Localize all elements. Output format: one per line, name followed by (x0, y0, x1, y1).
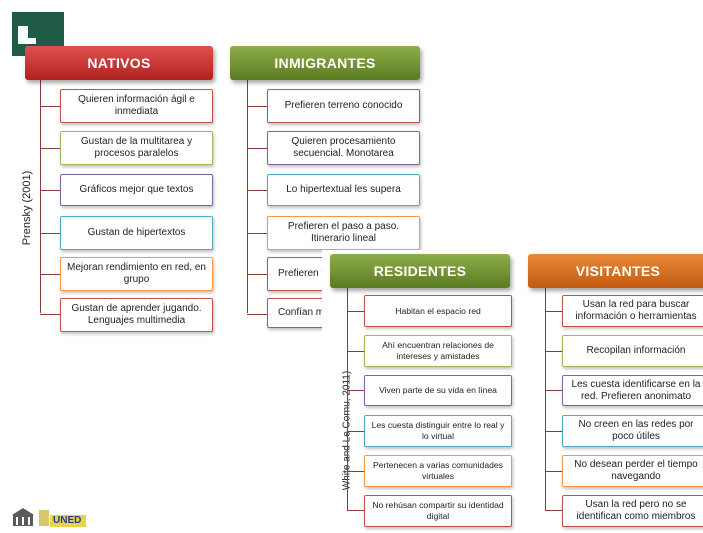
nativos-item-1: Quieren información ágil e inmediata (60, 89, 213, 123)
inmigrantes-item-4: Prefieren el paso a paso. Itinerario lin… (267, 216, 420, 250)
residentes-item-5: Pertenecen a varias comunidades virtuale… (364, 455, 512, 487)
inmigrantes-connector-vertical (247, 80, 248, 313)
visitantes-item-6: Usan la red pero no se identifican como … (562, 495, 703, 527)
visitantes-connector-vertical (545, 288, 546, 510)
institution-building-icon (12, 508, 86, 527)
inmigrantes-item-2: Quieren procesamiento secuencial. Monota… (267, 131, 420, 165)
nativos-item-5: Mejoran rendimiento en red, en grupo (60, 257, 213, 291)
residentes-item-4: Les cuesta distinguir entre lo real y lo… (364, 415, 512, 447)
residentes-header: RESIDENTES (330, 254, 510, 288)
nativos-item-2: Gustan de la multitarea y procesos paral… (60, 131, 213, 165)
nativos-item-3: Gráficos mejor que textos (60, 174, 213, 206)
inmigrantes-item-3: Lo hipertextual les supera (267, 174, 420, 206)
nativos-item-6: Gustan de aprender jugando. Lenguajes mu… (60, 298, 213, 332)
prensky-author-label: Prensky (2001) (21, 170, 33, 246)
residentes-item-6: No rehúsan compartir su identidad digita… (364, 495, 512, 527)
residentes-item-3: Viven parte de su vida en línea (364, 375, 512, 406)
uned-logo-text: UNED (53, 515, 82, 526)
visitantes-item-5: No desean perder el tiempo navegando (562, 455, 703, 487)
residentes-connector-vertical (347, 288, 348, 510)
visitantes-item-1: Usan la red para buscar información o he… (562, 295, 703, 327)
residentes-item-2: Ahí encuentran relaciones de intereses y… (364, 335, 512, 367)
inmigrantes-header: INMIGRANTES (230, 46, 420, 80)
residentes-item-1: Habitan el espacio red (364, 295, 512, 327)
nativos-connector-vertical (40, 80, 41, 313)
inmigrantes-item-1: Prefieren terreno conocido (267, 89, 420, 123)
visitantes-item-3: Les cuesta identificarse en la red. Pref… (562, 375, 703, 406)
visitantes-header: VISITANTES (528, 254, 703, 288)
nativos-header: NATIVOS (25, 46, 213, 80)
uned-logo: UNED (12, 506, 92, 528)
visitantes-item-2: Recopilan información (562, 335, 703, 367)
visitantes-item-4: No creen en las redes por poco útiles (562, 415, 703, 447)
nativos-item-4: Gustan de hipertextos (60, 216, 213, 250)
